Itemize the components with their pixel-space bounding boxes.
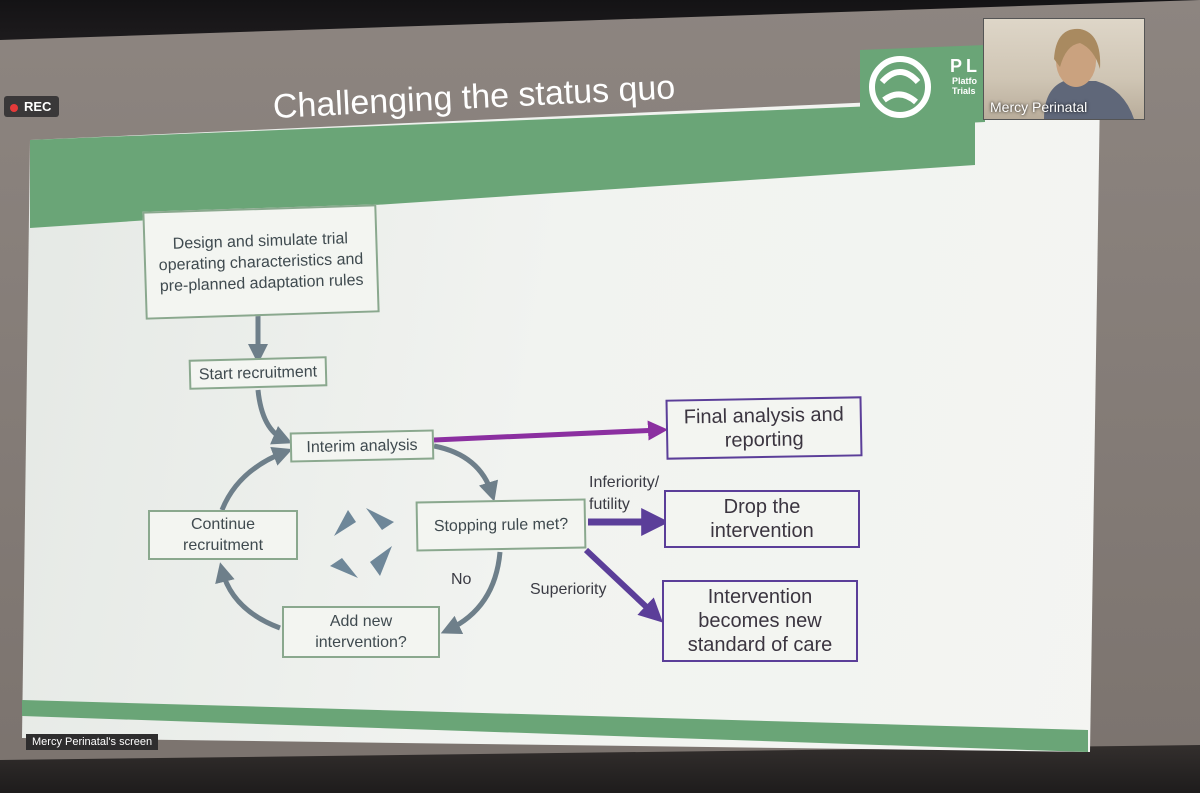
continue-line-1: Continue [190,516,256,533]
arrow-interim-to-final [433,420,668,443]
screen-share-label: Mercy Perinatal's screen [26,734,159,750]
participant-name: Mercy Perinatal [990,99,1088,115]
participant-video-tile[interactable]: Mercy Perinatal [983,18,1145,120]
cycle-arrows-icon [330,508,394,578]
no-label: No [451,571,472,588]
new-standard-box: Intervention becomes new standard of car… [662,580,858,662]
start-recruitment-label: Start recruitment [198,362,318,384]
final-line-1: Final analysis and [683,403,845,429]
continue-line-2: recruitment [182,537,264,554]
design-box: Design and simulate trial operating char… [142,204,380,320]
interim-analysis-box: Interim analysis [289,429,435,463]
continue-recruitment-box: Continue recruitment [148,510,298,560]
record-dot-icon [10,103,18,112]
platform-trials-logo-icon [869,56,931,118]
drop-intervention-box: Drop the intervention [664,490,860,548]
recording-label: REC [24,99,52,114]
start-recruitment-box: Start recruitment [188,356,328,390]
drop-line-2: intervention [710,520,814,542]
final-analysis-box: Final analysis and reporting [665,396,863,460]
add-new-line-2: intervention? [315,634,407,651]
superiority-label: Superiority [530,581,607,598]
arrow-interim-to-stopping [433,443,499,502]
arrow-start-to-interim [255,389,293,445]
becomes-line-1: Intervention [707,586,813,608]
stopping-rule-label: Stopping rule met? [433,515,569,535]
add-new-intervention-box: Add new intervention? [282,606,440,658]
recording-indicator: REC [4,96,60,117]
inferiority-label-1: Inferiority/ [589,474,660,491]
logo-subtext-1: Platfo [952,76,978,86]
arrow-add-to-continue [215,562,281,631]
stopping-rule-box: Stopping rule met? [415,498,587,552]
arrow-continue-to-interim [219,446,293,511]
final-line-2: reporting [724,428,804,452]
arrow-stopping-to-becomes [583,547,663,623]
inferiority-label-2: futility [589,496,630,513]
becomes-line-3: standard of care [687,634,833,656]
arrow-stopping-to-add [440,551,503,634]
participant-silhouette-icon [1044,28,1134,119]
logo-subtext-2: Trials [952,86,976,96]
becomes-line-2: becomes new [698,610,822,632]
interim-analysis-label: Interim analysis [306,436,418,456]
add-new-line-1: Add new [329,613,393,630]
drop-line-1: Drop the [723,496,801,518]
logo-text: PL [950,56,982,76]
